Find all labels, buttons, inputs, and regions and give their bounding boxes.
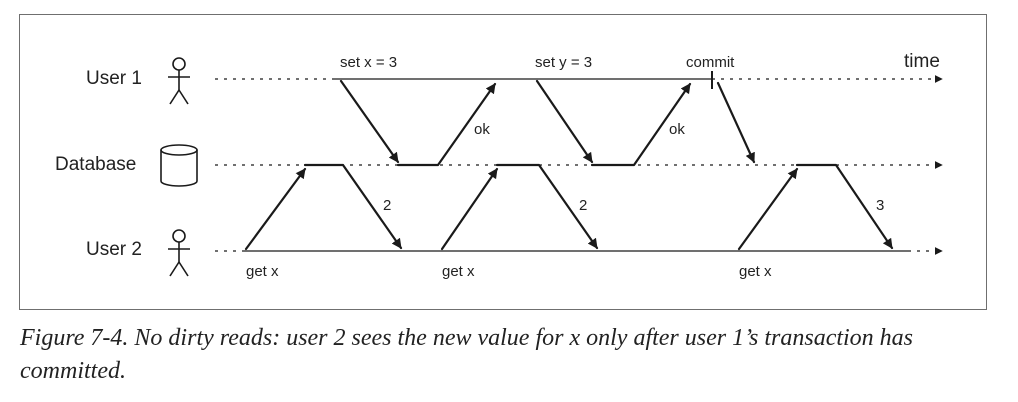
- op-label-get-x-2: get x: [442, 263, 475, 280]
- response-get-x-3: [795, 163, 894, 250]
- figure-frame: [19, 14, 987, 310]
- timeline-user1: [215, 71, 943, 89]
- response-label-ok-1: ok: [474, 121, 490, 138]
- response-get-x-1: [303, 163, 403, 250]
- op-label-set-x: set x = 3: [340, 54, 397, 71]
- time-axis-label: time: [904, 51, 940, 72]
- value-label-3: 3: [876, 197, 884, 214]
- person-icon: [168, 57, 190, 105]
- response-label-ok-2: ok: [669, 121, 685, 138]
- value-label-1: 2: [383, 197, 391, 214]
- request-set-y: [535, 79, 594, 164]
- request-get-x-2: [440, 167, 499, 251]
- value-label-2: 2: [579, 197, 587, 214]
- row-label-user2: User 2: [86, 239, 142, 260]
- request-get-x-3: [737, 167, 799, 251]
- row-label-user1: User 1: [86, 68, 142, 89]
- op-label-set-y: set y = 3: [535, 54, 592, 71]
- op-label-get-x-1: get x: [246, 263, 279, 280]
- op-label-get-x-3: get x: [739, 263, 772, 280]
- op-label-commit: commit: [686, 54, 735, 71]
- response-get-x-2: [495, 163, 599, 250]
- request-set-x: [339, 79, 400, 164]
- request-get-x-1: [244, 167, 307, 251]
- db-processing-set-y: [590, 82, 692, 167]
- database-cylinder-icon: [160, 144, 198, 187]
- row-label-database: Database: [55, 154, 137, 175]
- person-icon: [168, 229, 190, 277]
- request-commit: [716, 81, 756, 164]
- figure-caption: Figure 7-4. No dirty reads: user 2 sees …: [20, 325, 914, 384]
- db-processing-set-x: [396, 82, 497, 167]
